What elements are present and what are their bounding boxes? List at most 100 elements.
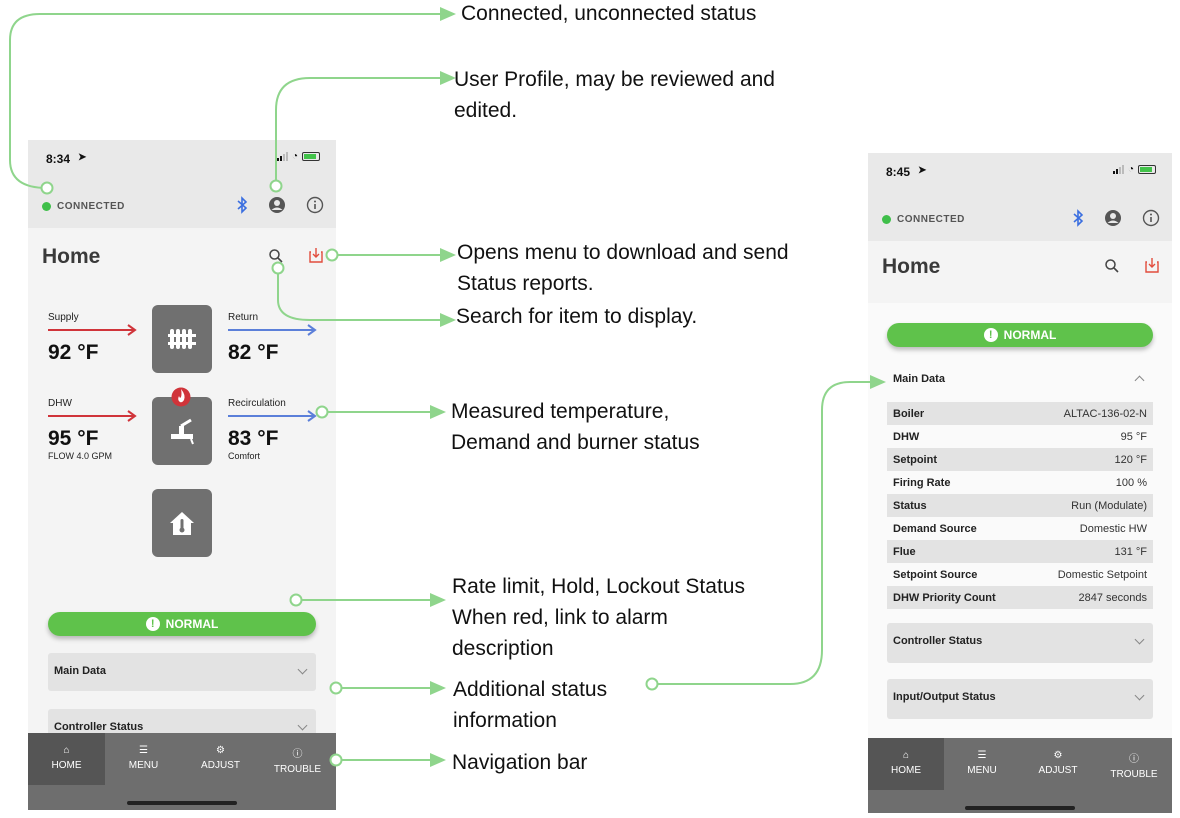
nav-menu[interactable]: ☰ MENU [944, 738, 1020, 790]
nav-label: MENU [967, 765, 997, 776]
callout-text: Navigation bar [452, 751, 588, 774]
left-phone: 8:34 ➤ ◔ CONNECTED Home Supply 92 °F Ret… [28, 140, 336, 810]
info-icon[interactable] [1142, 209, 1160, 227]
callout-text: Opens menu to download and send [457, 241, 789, 264]
callout-navigation: Navigation bar [452, 747, 587, 778]
section-main-data[interactable]: Main Data [48, 653, 316, 691]
dhw-label: DHW [48, 398, 72, 409]
dhw-reading[interactable]: DHW 95 °F FLOW 4.0 GPM [48, 398, 138, 461]
status-label: NORMAL [1003, 328, 1057, 342]
return-reading[interactable]: Return 82 °F [228, 312, 318, 365]
room-temperature-tile[interactable] [152, 489, 212, 557]
download-report-icon[interactable] [1144, 257, 1160, 274]
status-indicator[interactable]: ! NORMAL [887, 323, 1153, 347]
search-icon[interactable] [1104, 258, 1120, 274]
dhw-tile[interactable] [152, 397, 212, 465]
section-io-status[interactable]: Input/Output Status [887, 679, 1153, 719]
callout-text: Demand and burner status [451, 431, 700, 454]
dhw-arrow-icon [48, 410, 137, 422]
info-icon[interactable] [306, 196, 324, 214]
nav-adjust[interactable]: ⚙ADJUST [1020, 738, 1096, 790]
wifi-icon: ◔ [291, 151, 298, 162]
recirculation-reading[interactable]: Recirculation 83 °F Comfort [228, 398, 320, 461]
gear-icon: ⚙ [216, 745, 225, 756]
callout-text: Rate limit, Hold, Lockout Status [452, 575, 745, 598]
recirculation-arrow-icon [228, 410, 317, 422]
location-arrow-icon: ➤ [78, 152, 87, 163]
section-label: Controller Status [893, 635, 983, 647]
return-label: Return [228, 312, 259, 323]
connection-status[interactable]: CONNECTED [882, 214, 965, 225]
callout-text: Search for item to display. [456, 305, 698, 328]
status-bar: 8:45 ➤ ◔ [868, 153, 1172, 197]
battery-icon [1138, 165, 1156, 174]
home-icon: ⌂ [902, 750, 910, 761]
content-area [868, 303, 1172, 743]
page-title: Home [882, 255, 941, 278]
nav-home[interactable]: ⌂ HOME [868, 738, 944, 790]
callout-profile: User Profile, may be reviewed and edited. [454, 64, 775, 126]
exclamation-icon: ! [983, 328, 998, 342]
connection-status[interactable]: CONNECTED [42, 201, 125, 212]
connection-bar: CONNECTED [28, 184, 336, 228]
user-profile-icon[interactable] [1104, 209, 1122, 227]
section-label: Main Data [54, 665, 106, 677]
nav-home[interactable]: ⌂HOME [28, 733, 105, 785]
section-controller-status[interactable]: Controller Status [887, 623, 1153, 663]
search-icon[interactable] [268, 248, 284, 264]
nav-adjust[interactable]: ⚙ADJUST [182, 733, 259, 785]
recirculation-mode: Comfort [228, 451, 261, 461]
list-icon: ☰ [977, 750, 987, 761]
help-icon: ⓘ [1129, 754, 1139, 765]
radiator-icon [168, 329, 196, 349]
return-arrow-icon [228, 324, 317, 336]
help-icon: ⓘ [292, 749, 303, 760]
list-icon: ☰ [139, 745, 148, 756]
nav-label: TROUBLE [1110, 769, 1158, 780]
callout-text: edited. [454, 99, 518, 122]
bluetooth-icon[interactable] [236, 196, 248, 214]
connection-label: CONNECTED [897, 214, 965, 225]
user-profile-icon[interactable] [268, 196, 286, 214]
callout-text: User Profile, may be reviewed and [454, 68, 775, 91]
callout-text: Connected, unconnected status [461, 2, 757, 25]
nav-label: HOME [891, 765, 921, 776]
return-value: 82 °F [228, 341, 279, 364]
bluetooth-icon[interactable] [1072, 209, 1084, 227]
supply-value: 92 °F [48, 341, 99, 364]
signal-icon [276, 152, 288, 161]
nav-menu[interactable]: ☰ MENU [105, 733, 182, 785]
status-indicator[interactable]: ! NORMAL [48, 612, 316, 636]
flame-icon [171, 387, 191, 407]
main-data-header[interactable]: Main Data [893, 373, 1153, 393]
page-title: Home [42, 245, 101, 268]
home-icon: ⌂ [63, 745, 70, 756]
faucet-icon [171, 418, 194, 445]
status-bar: 8:34 ➤ ◔ [28, 140, 336, 184]
callout-connected: Connected, unconnected status [461, 0, 756, 29]
supply-reading[interactable]: Supply 92 °F [48, 312, 138, 365]
dhw-flow: FLOW 4.0 GPM [48, 451, 113, 461]
callout-text: Measured temperature, [451, 400, 670, 423]
battery-icon [302, 152, 320, 161]
supply-label: Supply [48, 312, 79, 323]
nav-label: MENU [128, 760, 159, 771]
callout-text: When red, link to alarm [452, 606, 668, 629]
callout-text: Status reports. [457, 272, 594, 295]
signal-icon [1112, 165, 1124, 174]
connection-label: CONNECTED [57, 201, 125, 212]
nav-label: ADJUST [1038, 765, 1078, 776]
status-dot-icon [882, 215, 891, 224]
heating-tile[interactable] [152, 305, 212, 373]
download-report-icon[interactable] [308, 247, 324, 264]
